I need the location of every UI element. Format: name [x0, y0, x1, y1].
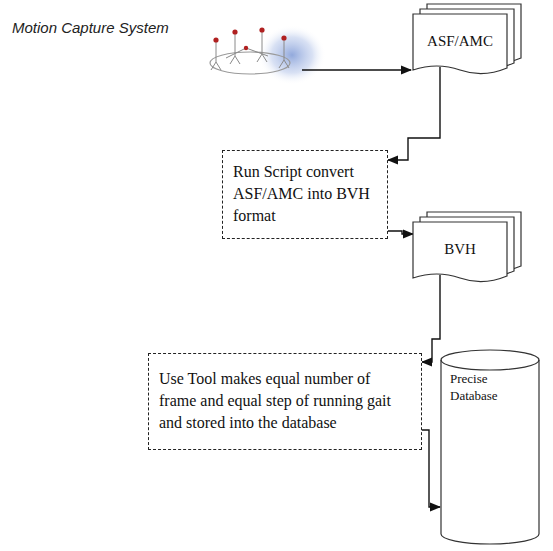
camera-dots [213, 27, 286, 50]
document-stack: BVH [413, 212, 528, 284]
document-page [413, 222, 507, 282]
camera-tripods [211, 30, 289, 70]
node-text: BVH [413, 222, 507, 276]
flow-arrow [388, 231, 413, 234]
node-text: Run Script convert ASF/AMC into BVH form… [233, 161, 377, 227]
process-box: Run Script convert ASF/AMC into BVH form… [222, 150, 388, 239]
database-cylinder: Precise Database [440, 350, 540, 545]
flow-arrow [422, 275, 440, 362]
cylinder-body [441, 350, 539, 544]
blue-glow [258, 25, 326, 85]
system-label: Motion Capture System [12, 19, 169, 36]
flow-arrow [422, 430, 440, 507]
node-text: Use Tool makes equal number of frame and… [159, 368, 411, 434]
flow-arrow [388, 67, 440, 160]
node-text: Precise Database [450, 370, 522, 404]
document-stack: ASF/AMC [413, 4, 528, 76]
capture-arrow [302, 69, 411, 70]
process-box: Use Tool makes equal number of frame and… [148, 353, 422, 450]
cylinder-rim [441, 360, 539, 370]
node-text: ASF/AMC [413, 14, 507, 68]
capture-ring [210, 52, 290, 74]
document-page [413, 14, 507, 74]
